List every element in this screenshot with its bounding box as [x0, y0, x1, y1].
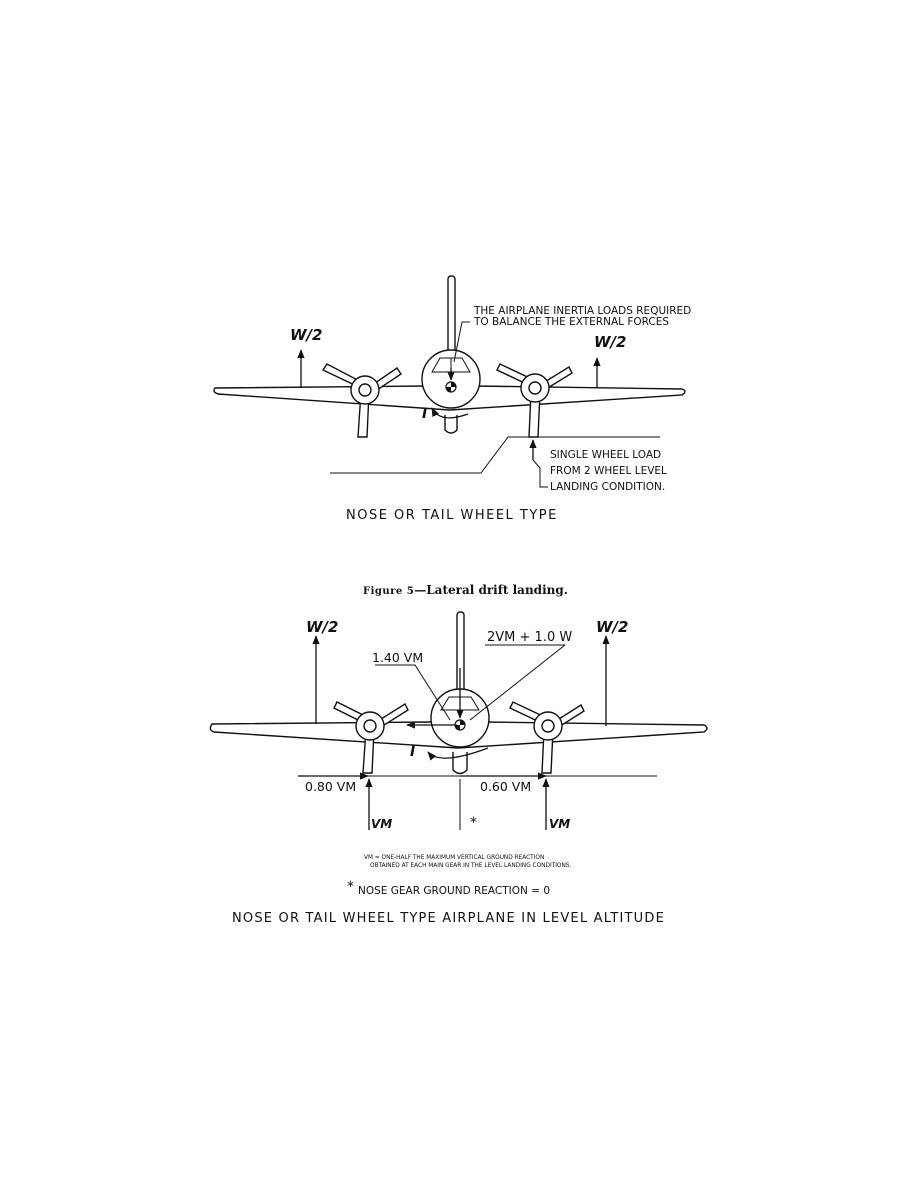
top-nose-gear [444, 415, 458, 434]
top-note-line-2: TO BALANCE THE EXTERNAL FORCES [473, 316, 669, 328]
bottom-vertical-right-label: VM [549, 817, 570, 831]
bottom-vertical-left-label: VM [371, 817, 392, 831]
figure-caption-number: Figure 5 [363, 586, 414, 597]
top-right-engine [496, 363, 573, 438]
bottom-moment-arrow [427, 747, 489, 761]
bottom-figure-title: NOSE OR TAIL WHEEL TYPE AIRPLANE IN LEVE… [232, 911, 665, 926]
bottom-canopy [440, 696, 480, 711]
top-ground-line [330, 436, 660, 474]
top-moment-arrow [431, 407, 469, 419]
bottom-left-engine [333, 701, 409, 774]
bottom-moment-label: I [410, 744, 415, 760]
top-canopy [431, 357, 471, 373]
bottom-weight-label-left: W/2 [306, 618, 338, 636]
top-wheel-line-2: FROM 2 WHEEL LEVEL [550, 465, 667, 477]
bottom-vertical-leader [469, 644, 566, 721]
top-figure-title: NOSE OR TAIL WHEEL TYPE [346, 508, 558, 523]
bottom-inertia-vertical-label: 2VM + 1.0 W [487, 630, 572, 645]
top-airplane-diagram [213, 275, 686, 488]
top-weight-label-right: W/2 [594, 333, 626, 351]
top-wheel-leader [532, 459, 548, 488]
bottom-side-load-left-label: 0.80 VM [305, 779, 356, 794]
top-wheel-line-3: LANDING CONDITION. [550, 481, 665, 493]
bottom-right-engine [509, 701, 585, 774]
bottom-side-load-right-label: 0.60 VM [480, 779, 531, 794]
top-left-engine [321, 363, 402, 438]
bottom-inertia-side-label: 1.40 VM [372, 650, 423, 665]
bottom-weight-label-right: W/2 [596, 618, 628, 636]
bottom-nose-gear-note: *NOSE GEAR GROUND REACTION = 0 [347, 879, 550, 897]
bottom-definition-line-2: OBTAINED AT EACH MAIN GEAR IN THE LEVEL … [370, 863, 571, 869]
top-note-line-1: THE AIRPLANE INERTIA LOADS REQUIRED [473, 305, 691, 317]
top-note-leader [453, 321, 470, 363]
figure-caption-text: —Lateral drift landing. [414, 583, 568, 597]
bottom-side-leader [375, 664, 451, 721]
bottom-asterisk: * [470, 815, 477, 831]
top-weight-label-left: W/2 [290, 326, 322, 344]
bottom-airplane-diagram [209, 611, 708, 830]
top-moment-label: I [422, 406, 427, 422]
top-wheel-line-1: SINGLE WHEEL LOAD [550, 449, 661, 461]
figure-caption: Figure 5—Lateral drift landing. [363, 583, 568, 597]
bottom-definition-line-1: VM = ONE-HALF THE MAXIMUM VERTICAL GROUN… [364, 855, 544, 861]
